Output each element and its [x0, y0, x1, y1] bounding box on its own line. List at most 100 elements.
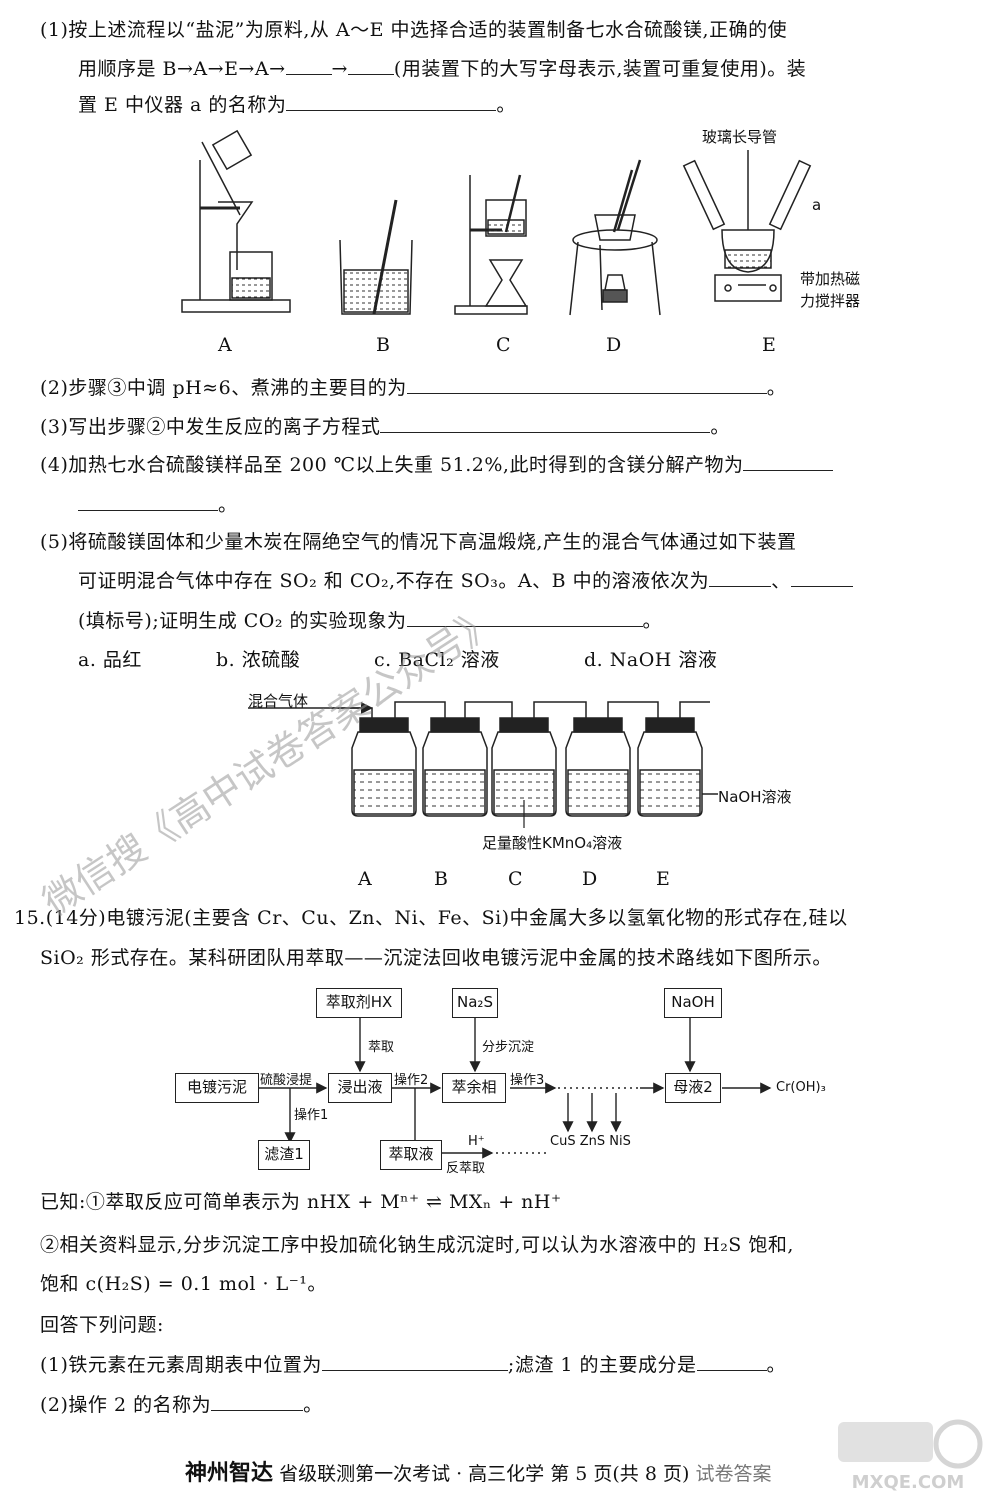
mixed-gas-label: 混合气体	[248, 692, 309, 710]
glass-tube-label: 玻璃长导管	[702, 128, 778, 146]
box-leachate: 浸出液	[328, 1073, 392, 1103]
option-a: a. 品红	[78, 649, 142, 671]
label-sulfides: CuS ZnS NiS	[550, 1134, 631, 1149]
stirrer-label-2: 力搅拌器	[800, 292, 861, 310]
answer-blank[interactable]	[406, 608, 643, 627]
bottle-label: D	[582, 868, 598, 890]
q14-p4: (4)加热七水合硫酸镁样品至 200 ℃以上失重 51.2%,此时得到的含镁分解…	[40, 452, 834, 477]
bottle-label: B	[434, 868, 448, 890]
q14-p3: (3)写出步骤②中发生反应的离子方程式。	[40, 414, 730, 438]
apparatus-label: A	[218, 334, 232, 356]
apparatus-b-beaker	[339, 199, 413, 315]
q15-q2: (2)操作 2 的名称为。	[40, 1392, 323, 1416]
q15-known-3: 饱和 c(H₂S) = 0.1 mol · L⁻¹。	[40, 1273, 327, 1295]
label-back-extract: 反萃取	[446, 1161, 486, 1176]
q15-known-2: ②相关资料显示,分步沉淀工序中投加硫化钠生成沉淀时,可以认为水溶液中的 H₂S …	[40, 1234, 794, 1256]
answer-blank[interactable]	[790, 568, 853, 587]
label-step-precip: 分步沉淀	[482, 1040, 535, 1055]
option-c: c. BaCl₂ 溶液	[374, 649, 500, 671]
site-logo-icon: MXQE.COM	[838, 1419, 983, 1493]
q14-options: a. 品红 b. 浓硫酸 c. BaCl₂ 溶液 d. NaOH 溶液	[78, 648, 717, 672]
q14-p1-instrument-text: 置 E 中仪器 a 的名称为	[78, 94, 287, 116]
apparatus-label: E	[762, 334, 776, 356]
q15-answer-heading: 回答下列问题:	[40, 1314, 164, 1336]
answer-blank[interactable]	[406, 375, 767, 394]
kmno4-solution-label: 足量酸性KMnO₄溶液	[482, 834, 623, 852]
logo-text: MXQE.COM	[852, 1472, 965, 1493]
label-op2: 操作2	[394, 1073, 429, 1088]
q14-p5-line3: (填标号);证明生成 CO₂ 的实验现象为。	[78, 608, 663, 632]
apparatus-d-crucible	[569, 159, 661, 316]
q14-p2: (2)步骤③中调 pH≈6、煮沸的主要目的为。	[40, 375, 787, 399]
box-sludge: 电镀污泥	[175, 1073, 259, 1103]
q14-p1-line3: 置 E 中仪器 a 的名称为。	[78, 92, 516, 116]
answer-blank[interactable]	[347, 56, 394, 75]
box-mother-liquor: 母液2	[665, 1073, 721, 1103]
apparatus-label: C	[496, 334, 511, 356]
apparatus-label: B	[376, 334, 390, 356]
arrow-text: →	[331, 58, 348, 80]
q14-p1-line2: 用顺序是 B→A→E→A→ → (用装置下的大写字母表示,装置可重复使用)。装	[78, 56, 806, 81]
q14-p1-order-text: 用顺序是 B→A→E→A→	[78, 58, 286, 80]
apparatus-figure	[181, 129, 812, 316]
option-d: d. NaOH 溶液	[584, 649, 718, 671]
box-extractant: 萃取剂HX	[316, 988, 402, 1018]
q15-intro-2: SiO₂ 形式存在。某科研团队用萃取——沉淀法回收电镀污泥中金属的技术路线如下图…	[40, 947, 832, 969]
box-na2s: Na₂S	[452, 988, 498, 1018]
footer-text: 省级联测第一次考试 · 高三化学 第 5 页(共 8 页)	[279, 1463, 690, 1485]
answer-blank[interactable]	[321, 1352, 508, 1371]
label-h-plus: H⁺	[468, 1134, 485, 1149]
naoh-solution-label: NaOH溶液	[718, 788, 792, 806]
q14-p1-line1: (1)按上述流程以“盐泥”为原料,从 A～E 中选择合适的装置制备七水合硫酸镁,…	[40, 19, 788, 41]
box-raffinate: 萃余相	[442, 1073, 506, 1103]
page-footer: 神州智达 省级联测第一次考试 · 高三化学 第 5 页(共 8 页) 试卷答案	[185, 1455, 771, 1487]
answer-blank[interactable]	[743, 452, 834, 471]
bottle-d	[565, 717, 631, 817]
gas-bottles-figure	[248, 701, 718, 828]
q14-p4-text: (4)加热七水合硫酸镁样品至 200 ℃以上失重 51.2%,此时得到的含镁分解…	[40, 454, 744, 476]
q14-p2-text: (2)步骤③中调 pH≈6、煮沸的主要目的为	[40, 377, 407, 399]
bottle-a	[351, 717, 417, 817]
box-extract-liquid: 萃取液	[380, 1140, 442, 1170]
stirrer-label-1: 带加热磁	[800, 270, 861, 288]
q15-q1: (1)铁元素在元素周期表中位置为;滤渣 1 的主要成分是。	[40, 1352, 787, 1376]
q14-p3-text: (3)写出步骤②中发生反应的离子方程式	[40, 416, 381, 438]
apparatus-c-evaporation	[454, 174, 528, 315]
bottle-label: C	[508, 868, 523, 890]
bottle-label: A	[358, 868, 372, 890]
q15-known-1: 已知:①萃取反应可简单表示为 nHX + Mⁿ⁺ ⇌ MXₙ + nH⁺	[40, 1191, 562, 1213]
answer-blank[interactable]	[286, 92, 497, 111]
answer-blank[interactable]	[380, 414, 711, 433]
bottle-e	[637, 717, 718, 817]
box-residue: 滤渣1	[258, 1140, 310, 1170]
q14-p5-line2: 可证明混合气体中存在 SO₂ 和 CO₂,不存在 SO₃。A、B 中的溶液依次为…	[78, 568, 853, 593]
q14-p5-line1: (5)将硫酸镁固体和少量木炭在隔绝空气的情况下高温煅烧,产生的混合气体通过如下装…	[40, 531, 797, 553]
answer-blank[interactable]	[285, 56, 332, 75]
answer-blank[interactable]	[211, 1392, 304, 1411]
label-op3: 操作3	[510, 1073, 545, 1088]
q14-p1-hint: (用装置下的大写字母表示,装置可重复使用)。装	[393, 58, 807, 80]
footer-tail: 试卷答案	[695, 1463, 772, 1485]
label-op1: 操作1	[294, 1108, 329, 1123]
q15-q1-residue-text: ;滤渣 1 的主要成分是	[507, 1354, 697, 1376]
answer-blank[interactable]	[709, 568, 772, 587]
q15-q2-text: (2)操作 2 的名称为	[40, 1394, 212, 1416]
q15-intro-1: 15.(14分)电镀污泥(主要含 Cr、Cu、Zn、Ni、Fe、Si)中金属大多…	[14, 907, 848, 929]
q14-p5-phenomenon-text: (填标号);证明生成 CO₂ 的实验现象为	[78, 610, 407, 632]
label-extract: 萃取	[368, 1040, 395, 1055]
box-naoh: NaOH	[664, 988, 722, 1018]
apparatus-e-reflux	[682, 150, 812, 302]
answer-blank[interactable]	[696, 1352, 767, 1371]
label-leach: 硫酸浸提	[260, 1073, 313, 1088]
q15-q1-text: (1)铁元素在元素周期表中位置为	[40, 1354, 322, 1376]
q14-p5-text: 可证明混合气体中存在 SO₂ 和 CO₂,不存在 SO₃。A、B 中的溶液依次为	[78, 570, 710, 592]
option-b: b. 浓硫酸	[216, 649, 301, 671]
footer-brand: 神州智达	[185, 1460, 274, 1486]
bottle-label: E	[656, 868, 670, 890]
q14-p4-cont: 。	[78, 492, 238, 517]
bottle-b	[422, 717, 488, 817]
apparatus-a-filtration	[181, 129, 291, 313]
answer-blank[interactable]	[78, 492, 218, 511]
label-croh3: Cr(OH)₃	[776, 1080, 826, 1095]
